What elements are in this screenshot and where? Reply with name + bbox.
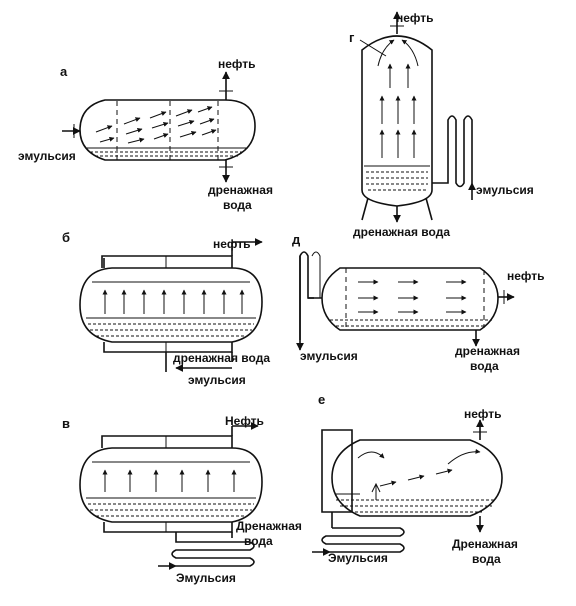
vessel-b bbox=[79, 238, 263, 372]
e-drain-label-1: Дренажная bbox=[452, 537, 518, 551]
label-d: д bbox=[292, 232, 301, 247]
label-e: е bbox=[318, 392, 325, 407]
b-drain-label: дренажная вода bbox=[173, 351, 270, 365]
g-emulsion-label: эмульсия bbox=[476, 183, 534, 197]
vessel-g bbox=[359, 11, 476, 223]
e-emulsion-label: Эмульсия bbox=[328, 551, 388, 565]
vessel-d bbox=[296, 251, 515, 351]
d-drain-label-2: вода bbox=[470, 359, 499, 373]
vessel-a bbox=[62, 71, 256, 183]
label-a: а bbox=[60, 64, 68, 79]
a-oil-label: нефть bbox=[218, 57, 256, 71]
e-drain-label-2: вода bbox=[472, 552, 501, 566]
vessel-e bbox=[312, 419, 503, 556]
v-emulsion-label: Эмульсия bbox=[176, 571, 236, 585]
a-drain-label-2: вода bbox=[223, 198, 252, 212]
label-g: г bbox=[349, 30, 355, 45]
d-drain-label-1: дренажная bbox=[455, 344, 520, 358]
g-oil-label: нефть bbox=[396, 11, 434, 25]
vessel-v bbox=[79, 422, 263, 570]
v-oil-label: Нефть bbox=[225, 414, 264, 428]
b-emulsion-label: эмульсия bbox=[188, 373, 246, 387]
v-drain-label-2: вода bbox=[244, 534, 273, 548]
g-drain-label: дренажная вода bbox=[353, 225, 450, 239]
b-oil-label: нефть bbox=[213, 237, 251, 251]
a-emulsion-label: эмульсия bbox=[18, 149, 76, 163]
label-v: в bbox=[62, 416, 70, 431]
v-drain-label-1: Дренажная bbox=[236, 519, 302, 533]
label-b: б bbox=[62, 230, 70, 245]
a-drain-label-1: дренажная bbox=[208, 183, 273, 197]
e-oil-label: нефть bbox=[464, 407, 502, 421]
d-oil-label: нефть bbox=[507, 269, 545, 283]
d-emulsion-label: эмульсия bbox=[300, 349, 358, 363]
